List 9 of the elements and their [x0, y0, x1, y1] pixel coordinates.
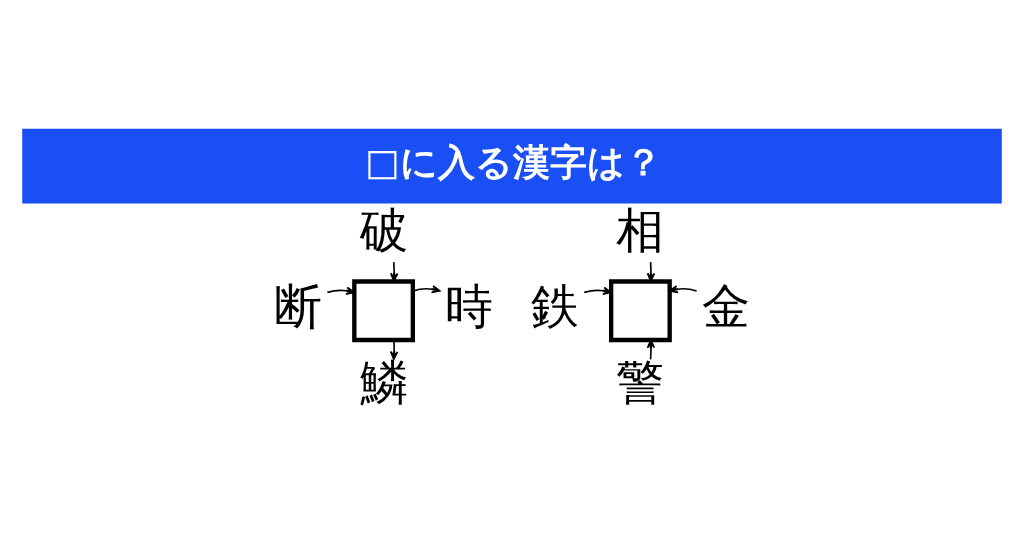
diagram-title: □に入る漢字は？ [365, 140, 662, 184]
node-text: 鉄 [530, 278, 579, 334]
node-text: 金 [702, 278, 751, 334]
node-text: 時 [445, 278, 494, 334]
node-text: 相 [616, 203, 665, 258]
node-text: 破 [359, 203, 408, 258]
node-text: 鱗 [359, 354, 408, 410]
node-text: 警 [616, 354, 665, 410]
node-text: 断 [273, 278, 322, 334]
